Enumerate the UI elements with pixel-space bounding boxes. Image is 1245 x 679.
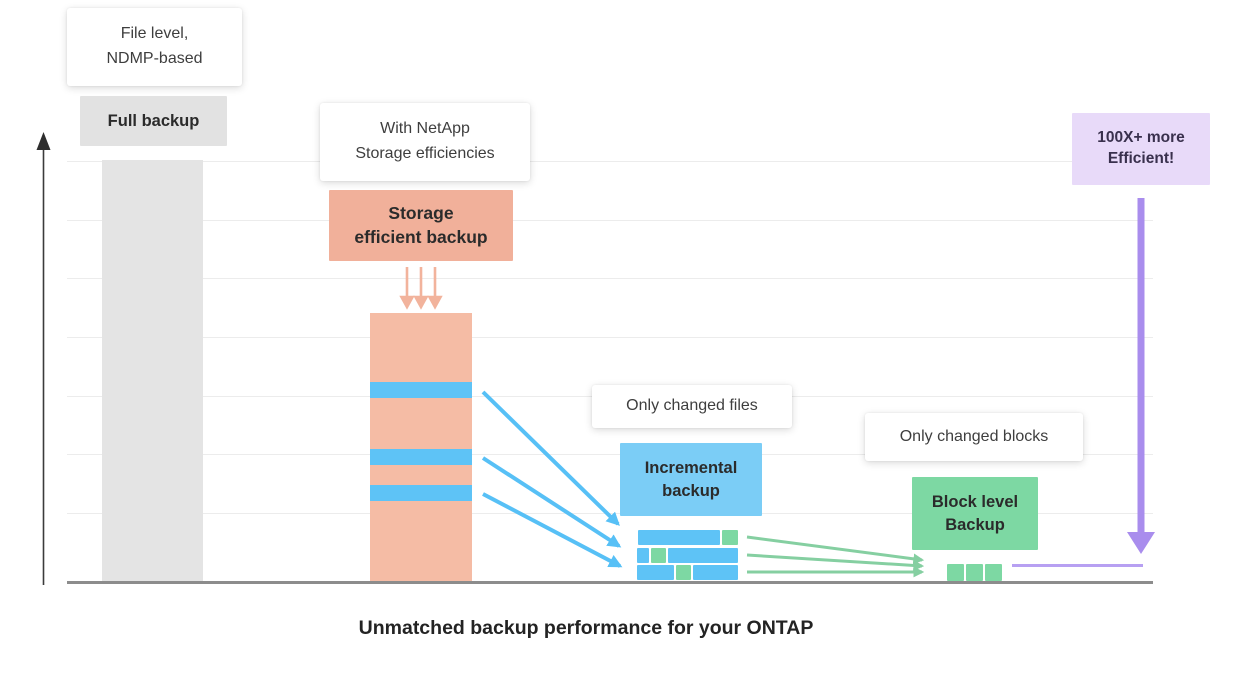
block-level-backup-label: Block level Backup — [912, 477, 1038, 550]
gridline — [67, 161, 1153, 162]
changed-file-stripe — [370, 382, 472, 398]
incremental-block — [637, 548, 649, 563]
block-level-block — [966, 564, 983, 581]
storage-efficient-bar — [370, 313, 472, 581]
gridline — [67, 220, 1153, 221]
changed-file-stripe — [370, 485, 472, 501]
file-level-card: File level, NDMP-based — [67, 8, 242, 86]
changed-file-stripe — [370, 449, 472, 465]
incremental-backup-label: Incremental backup — [620, 443, 762, 516]
efficiency-label: 100X+ more Efficient! — [1072, 113, 1210, 185]
incremental-changed-block — [651, 548, 666, 563]
full-backup-label: Full backup — [80, 96, 227, 146]
only-changed-files-card: Only changed files — [592, 385, 792, 428]
full-backup-bar — [102, 160, 203, 581]
diagram-title: Unmatched backup performance for your ON… — [358, 617, 814, 639]
salmon-down-arrows-icon — [399, 267, 443, 310]
incremental-block — [638, 530, 720, 545]
gridline — [67, 278, 1153, 279]
incremental-changed-block — [676, 565, 691, 580]
with-netapp-card: With NetApp Storage efficiencies — [320, 103, 530, 181]
incremental-block — [637, 565, 674, 580]
changed-blocks-flow-arrows-icon — [746, 535, 925, 578]
baseline-axis — [67, 581, 1153, 584]
axis-up-arrow-icon — [36, 132, 51, 585]
block-level-block — [947, 564, 964, 581]
block-level-block — [985, 564, 1002, 581]
gridline — [67, 337, 1153, 338]
incremental-changed-block — [722, 530, 738, 545]
incremental-block — [693, 565, 738, 580]
incremental-block — [668, 548, 738, 563]
only-changed-blocks-card: Only changed blocks — [865, 413, 1083, 461]
storage-efficient-label: Storage efficient backup — [329, 190, 513, 261]
